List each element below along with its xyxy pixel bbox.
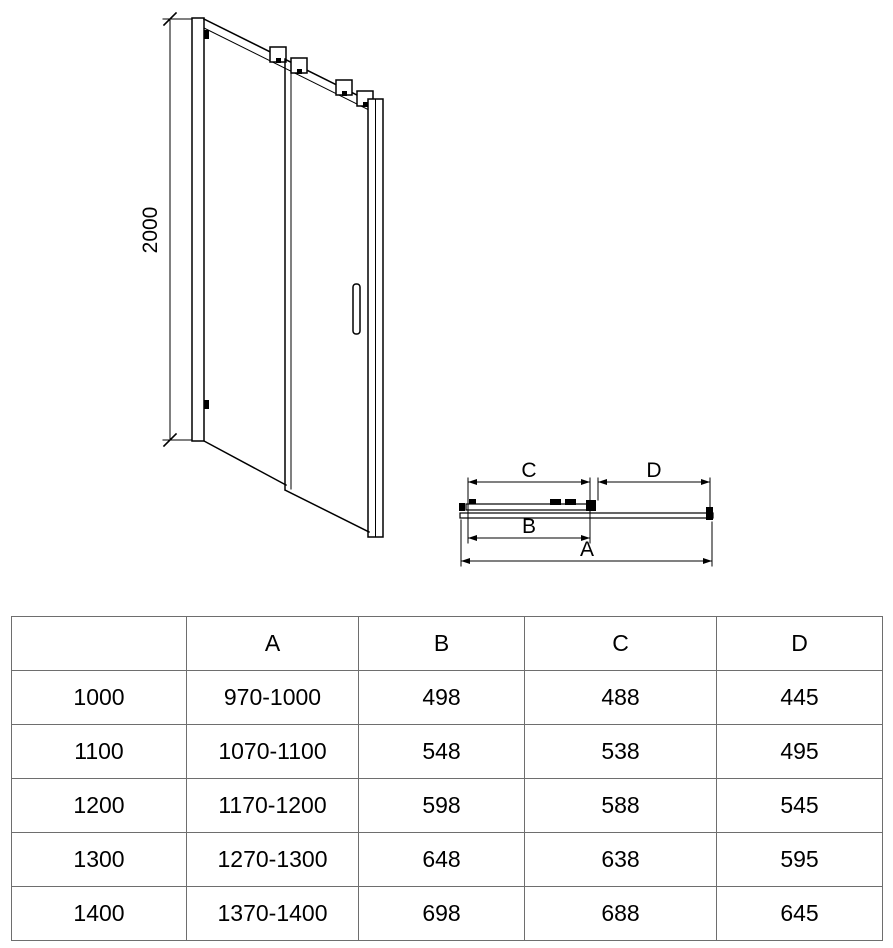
table-cell-b: 598 xyxy=(358,778,525,833)
front-view: 2000 xyxy=(139,11,384,538)
roller-plan xyxy=(565,499,576,505)
right-profile-plan xyxy=(706,507,713,520)
table-cell-c: 638 xyxy=(524,832,717,887)
dimension-table: A B C D 1000 970-1000 498 488 445 1100 1… xyxy=(11,616,883,941)
table-cell-a: 970-1000 xyxy=(186,670,359,725)
table-cell-size: 1400 xyxy=(11,886,187,941)
table-cell-size: 1000 xyxy=(11,670,187,725)
dimension-b xyxy=(467,535,591,541)
table-cell-d: 595 xyxy=(716,832,883,887)
table-cell-b: 698 xyxy=(358,886,525,941)
table-row: 1200 1170-1200 598 588 545 xyxy=(11,778,883,833)
table-cell-size: 1300 xyxy=(11,832,187,887)
roller-plan xyxy=(469,499,476,504)
table-row: 1400 1370-1400 698 688 645 xyxy=(11,886,883,941)
table-row: 1300 1270-1300 648 638 595 xyxy=(11,832,883,887)
dimension-b-label: B xyxy=(522,515,536,538)
technical-drawing: 2000 xyxy=(139,11,714,567)
table-header-row: A B C D xyxy=(11,616,883,671)
table-header-c: C xyxy=(524,616,717,671)
table-header-size xyxy=(11,616,187,671)
roller-plan xyxy=(550,499,561,505)
table-cell-size: 1200 xyxy=(11,778,187,833)
door-handle xyxy=(352,283,361,335)
table-row: 1000 970-1000 498 488 445 xyxy=(11,670,883,725)
dimension-c-label: C xyxy=(521,459,536,482)
dimension-d-label: D xyxy=(646,459,661,482)
table-cell-d: 645 xyxy=(716,886,883,941)
plan-panels xyxy=(459,499,714,520)
table-cell-c: 538 xyxy=(524,724,717,779)
table-cell-b: 648 xyxy=(358,832,525,887)
table-cell-a: 1270-1300 xyxy=(186,832,359,887)
table-header-b: B xyxy=(358,616,525,671)
table-header-a: A xyxy=(186,616,359,671)
table-cell-d: 445 xyxy=(716,670,883,725)
table-cell-b: 498 xyxy=(358,670,525,725)
fixed-panel-plan xyxy=(459,512,714,519)
table-cell-c: 488 xyxy=(524,670,717,725)
table-cell-size: 1100 xyxy=(11,724,187,779)
right-door-profile xyxy=(367,98,384,538)
dimension-c xyxy=(467,477,591,544)
dimension-a xyxy=(460,519,713,567)
dimension-d xyxy=(597,477,711,511)
table-cell-d: 495 xyxy=(716,724,883,779)
left-wall-profile xyxy=(191,17,209,442)
dimension-a-label: A xyxy=(580,538,594,561)
table-cell-c: 688 xyxy=(524,886,717,941)
table-cell-d: 545 xyxy=(716,778,883,833)
table-header-d: D xyxy=(716,616,883,671)
table-cell-a: 1070-1100 xyxy=(186,724,359,779)
bottom-edges xyxy=(202,439,371,534)
height-dimension xyxy=(162,11,201,448)
table-row: 1100 1070-1100 548 538 495 xyxy=(11,724,883,779)
sliding-panel-edge xyxy=(284,58,292,490)
height-dimension-label: 2000 xyxy=(139,207,162,254)
table-cell-a: 1370-1400 xyxy=(186,886,359,941)
left-profile-plan xyxy=(459,503,465,511)
table-cell-c: 588 xyxy=(524,778,717,833)
wall-bracket-top xyxy=(204,30,209,39)
wall-bracket-bottom xyxy=(204,400,209,409)
table-cell-b: 548 xyxy=(358,724,525,779)
table-cell-a: 1170-1200 xyxy=(186,778,359,833)
door-edge-profile-plan xyxy=(586,500,596,511)
plan-view: C D B xyxy=(459,459,714,567)
